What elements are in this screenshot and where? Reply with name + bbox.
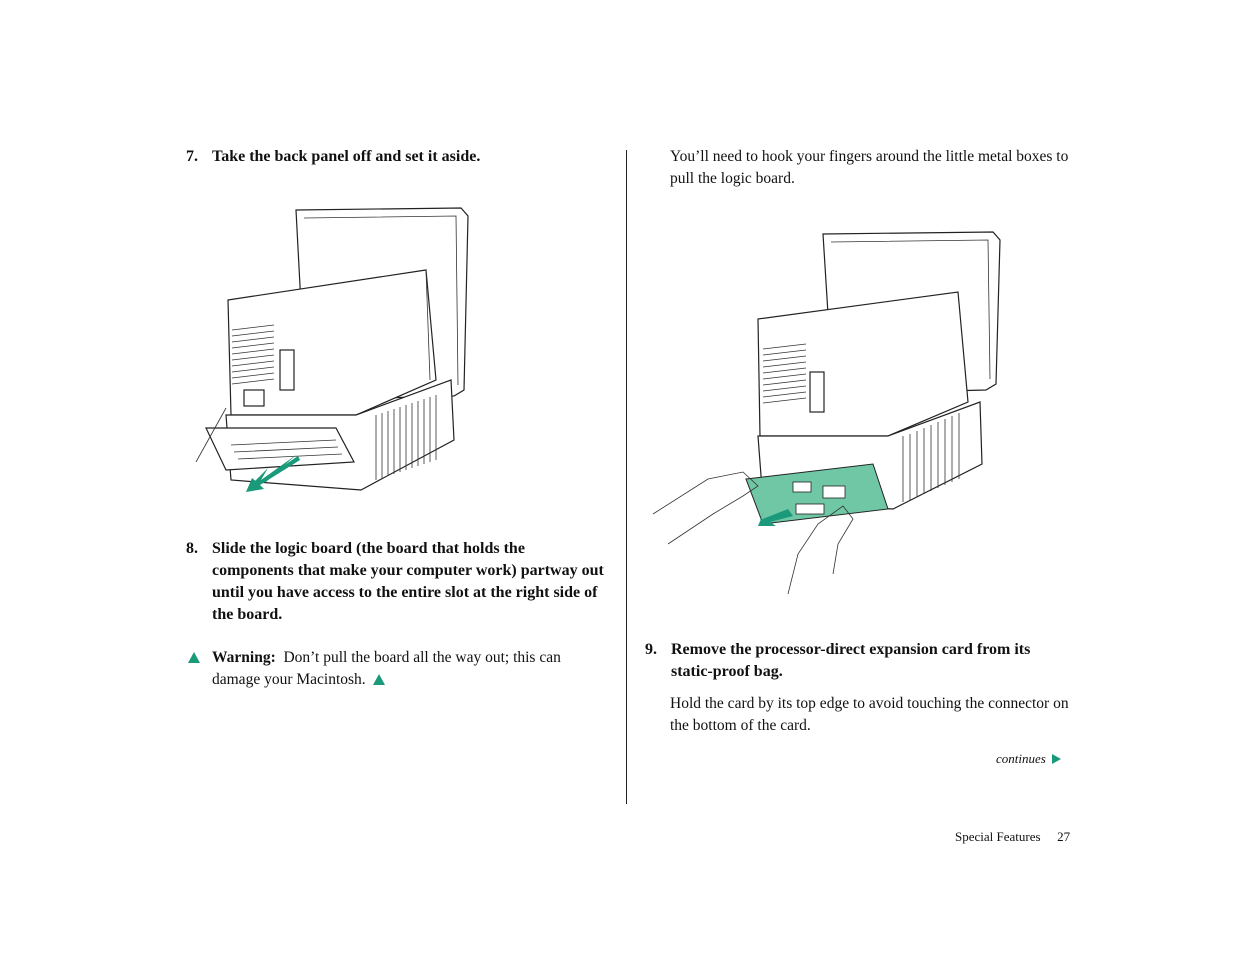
step-7: 7. Take the back panel off and set it as…	[186, 146, 606, 168]
step-9: 9. Remove the processor-direct expansion…	[645, 639, 1065, 683]
pull-arrow-icon	[248, 455, 296, 488]
step-text: Remove the processor-direct expansion ca…	[671, 641, 1031, 680]
page-number: 27	[1057, 829, 1071, 844]
warning-end-triangle-icon	[373, 674, 386, 685]
step-text: Slide the logic board (the board that ho…	[212, 540, 604, 623]
column-divider	[626, 150, 627, 804]
step-text: Take the back panel off and set it aside…	[212, 148, 481, 165]
continues-arrow-icon	[1052, 754, 1062, 764]
step-number: 7.	[186, 148, 198, 165]
continues-text: continues	[996, 751, 1046, 766]
pull-arrow-icon	[758, 509, 793, 526]
continues-marker: continues	[996, 751, 1062, 767]
step-8: 8. Slide the logic board (the board that…	[186, 538, 606, 626]
vent-grille	[231, 324, 275, 385]
logic-board	[745, 463, 889, 525]
warning-triangle-icon	[188, 652, 200, 663]
warning-text: Don’t pull the board all the way out; th…	[212, 649, 561, 688]
warning-block: Warning: Don’t pull the board all the wa…	[188, 647, 588, 691]
step-number: 8.	[186, 540, 198, 557]
footer-section: Special Features	[955, 829, 1041, 844]
page-footer: Special Features 27	[955, 829, 1070, 845]
step-9-detail: Hold the card by its top edge to avoid t…	[670, 695, 1069, 734]
warning-label: Warning:	[212, 649, 276, 666]
illustration-logic-board-pulled	[652, 231, 1001, 595]
intro-text: You’ll need to hook your fingers around …	[670, 148, 1069, 187]
step-number: 9.	[645, 641, 657, 658]
illustration-back-panel-removed	[195, 207, 469, 492]
